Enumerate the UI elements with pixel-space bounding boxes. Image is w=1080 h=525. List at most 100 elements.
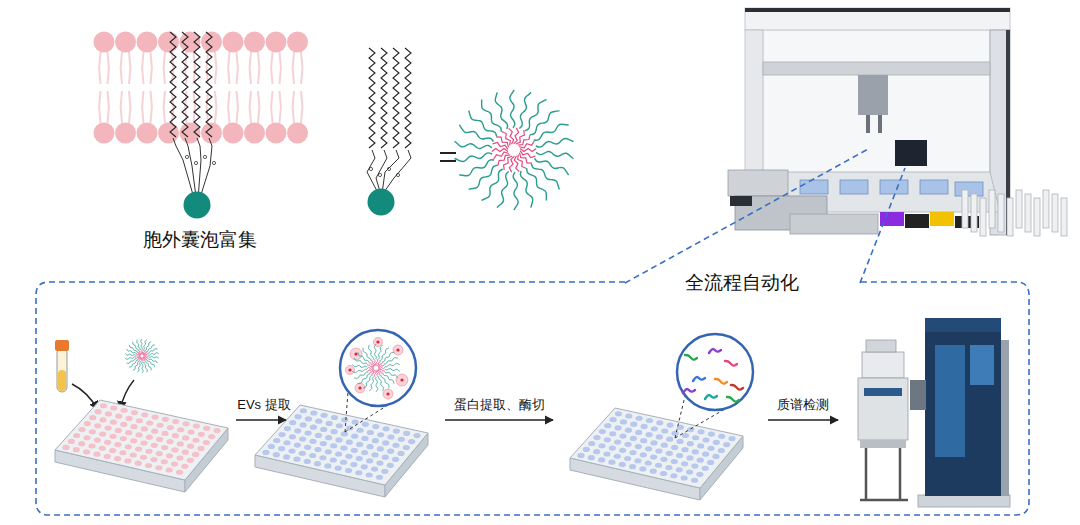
well [366,458,373,463]
ms-front [935,345,965,457]
well [171,447,178,452]
well [702,466,709,471]
ester-oxygen [396,173,399,176]
well [650,469,657,474]
well [335,466,342,471]
well [634,458,641,463]
well [198,432,205,437]
micelle-chain [127,349,137,354]
well [121,408,128,413]
well [707,460,714,465]
micelle-chain [535,158,569,175]
well [650,440,657,445]
lipid-tail [172,91,173,123]
micelle-chain [510,90,515,128]
micelle-core [142,358,143,363]
glycerol-link [197,138,201,193]
well [161,431,168,436]
micelle-core [518,135,530,145]
label-holder: EVs 提取 [0,0,53,18]
well [350,462,357,467]
well [639,466,646,471]
well [651,426,658,431]
well [325,435,332,440]
well [692,435,699,440]
micelle-chain [384,358,398,364]
micelle-core [493,142,508,149]
lipid-head [115,32,136,53]
ms-side [1000,340,1009,496]
well [304,459,311,464]
well [345,454,352,459]
cart-legs [860,448,908,500]
well [115,428,122,433]
step-label: 蛋白提取、酶切 [454,397,545,413]
micelle-core [374,370,376,376]
well [176,470,183,475]
lipid-head [287,32,308,53]
head-group [184,192,211,219]
well [156,423,163,428]
micelle-chain [125,354,136,356]
lipid-tail [215,91,216,123]
fatty-chain [194,32,200,137]
well [315,419,322,424]
well [692,449,699,454]
micelle-chain [520,171,532,208]
well [371,466,378,471]
well [640,438,647,443]
well [687,441,694,446]
figure-caption: 胞外囊泡富集 [143,229,257,252]
workflow [55,148,1010,507]
peptide-plate [570,408,743,500]
well [708,431,715,436]
plate-top [55,400,228,480]
tube-rack [980,198,986,236]
well [104,426,111,431]
step-arrow [445,419,553,420]
lipid-tail [207,52,208,84]
lipid-tail [142,52,143,84]
well [346,440,353,445]
ev-magnifier [340,330,416,432]
well [300,408,307,413]
well [403,431,410,436]
well [166,453,173,458]
well [666,451,673,456]
well [660,471,667,476]
well [670,473,677,478]
well [310,425,317,430]
tube-rack [1043,190,1049,228]
step-arrow [768,419,838,420]
well [314,461,321,466]
well [156,437,163,442]
well [604,423,611,428]
well [629,464,636,469]
well [182,435,189,440]
well [140,441,147,446]
well [362,422,369,427]
micelle-small [125,339,159,373]
reservoir [790,214,878,234]
tube-rack [971,194,977,232]
well [351,434,358,439]
lipid-tail [151,52,152,84]
micelle-chain [376,377,378,392]
well [660,457,667,462]
peptide [731,385,743,390]
well [367,430,374,435]
well [361,436,368,441]
well [99,417,106,422]
well [192,452,199,457]
glycerol-link [367,150,377,190]
well [155,465,162,470]
lipid-tail [237,52,238,84]
label-holder: 胞外囊泡富集 [0,0,114,23]
glycerol-link [386,150,412,190]
well [636,416,643,421]
well [130,438,137,443]
well [614,439,621,444]
well [299,451,306,456]
well [278,446,285,451]
well [325,421,332,426]
